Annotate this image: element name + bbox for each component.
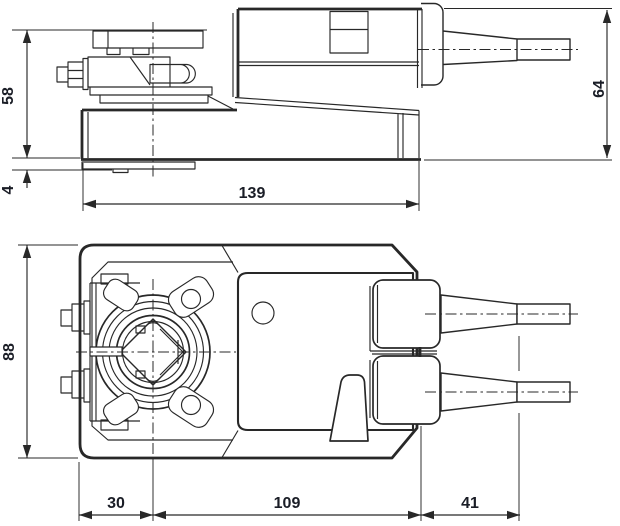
clamp-wing-top-right bbox=[167, 276, 215, 318]
side-view-body-details bbox=[81, 9, 423, 174]
clamp-wings bbox=[102, 276, 215, 428]
dim-label-width-88: 88 bbox=[1, 343, 18, 361]
dim-label-offset-30: 30 bbox=[107, 495, 125, 512]
dim-label-plate-4: 4 bbox=[0, 185, 17, 194]
dim-label-height-64: 64 bbox=[591, 80, 608, 98]
clamp-wing-top-left bbox=[102, 278, 140, 312]
clamp-bolts-plan bbox=[60, 300, 91, 403]
dimensions: 58 4 139 64 88 30 109 41 bbox=[0, 8, 612, 521]
wing-hole-bottom bbox=[180, 394, 202, 416]
dim-label-body-109: 109 bbox=[274, 495, 301, 512]
plan-view-base-outline bbox=[78, 243, 419, 460]
rear-module-outline bbox=[236, 271, 415, 432]
side-view bbox=[56, 2, 578, 180]
dim-label-height-58: 58 bbox=[0, 87, 17, 105]
plan-view-chamfer-edges bbox=[221, 245, 239, 458]
gland-box-shadow-edges bbox=[369, 286, 437, 418]
dim-label-length-139: 139 bbox=[239, 185, 266, 202]
side-view-housing-outline bbox=[80, 7, 422, 161]
wedge-tab bbox=[329, 374, 369, 442]
wing-hole-top bbox=[180, 288, 202, 310]
gland-box-bottom bbox=[372, 355, 441, 425]
plan-view-centerlines bbox=[76, 279, 578, 458]
clamp-wing-bottom-left bbox=[102, 392, 140, 426]
module-plug-hole bbox=[251, 301, 275, 325]
clamp-wing-bottom-right bbox=[167, 386, 215, 428]
side-view-clamp-assembly bbox=[87, 30, 234, 110]
cable-gland-side bbox=[421, 2, 571, 86]
dimension-arrowheads bbox=[22, 10, 612, 520]
extension-lines bbox=[12, 8, 612, 521]
dim-label-gland-41: 41 bbox=[461, 495, 479, 512]
plan-view bbox=[60, 243, 578, 460]
clamp-bolt-side bbox=[56, 57, 89, 91]
side-view-centerlines bbox=[152, 22, 578, 180]
